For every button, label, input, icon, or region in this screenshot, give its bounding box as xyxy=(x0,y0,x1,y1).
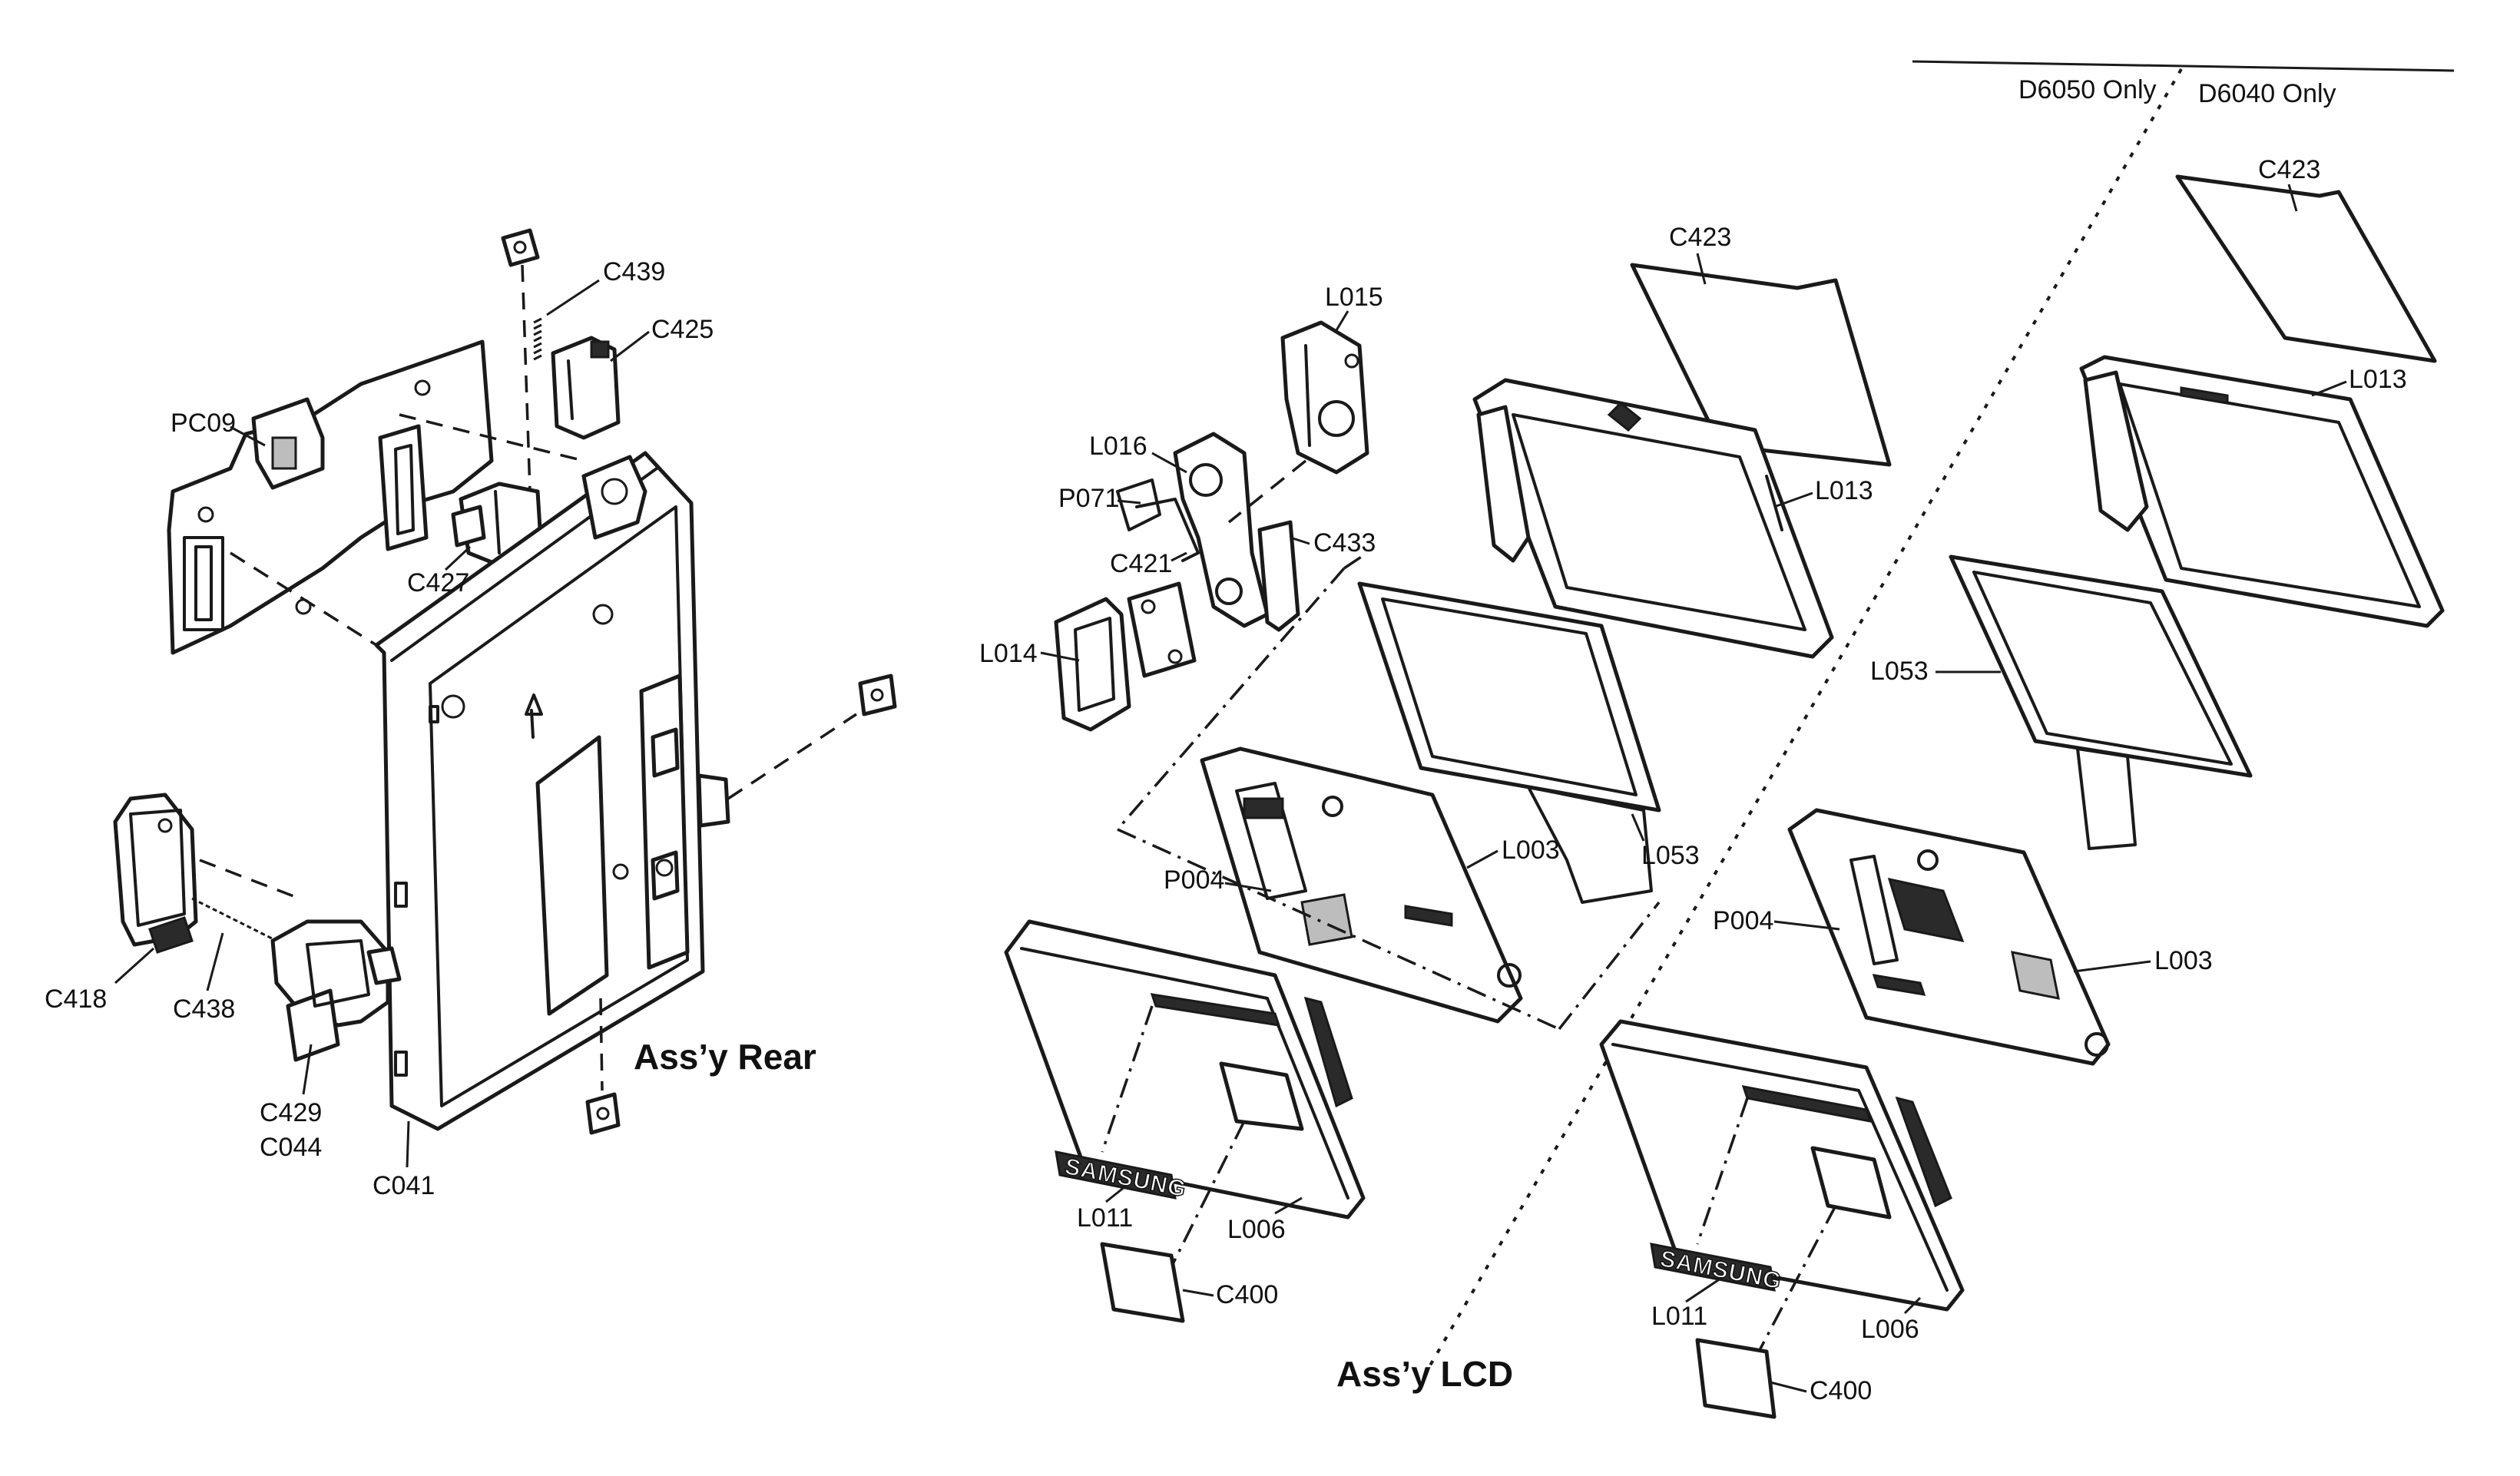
part-c400-right xyxy=(1695,1338,1777,1419)
rear-assembly-title: Ass’y Rear xyxy=(634,1037,816,1077)
label-l003-left: L003 xyxy=(1502,836,1560,865)
label-l013-right: L013 xyxy=(2349,365,2407,394)
label-pc09: PC09 xyxy=(171,409,236,438)
part-l014 xyxy=(1054,597,1131,732)
part-c429-latch xyxy=(270,919,402,1062)
label-c418: C418 xyxy=(45,985,107,1014)
lcd-labels: L015 L016 P071 C433 C421 L014 C423 L013 … xyxy=(979,155,2407,1405)
label-c423-left: C423 xyxy=(1669,223,1731,252)
rear-case xyxy=(374,451,730,1131)
variant-divider xyxy=(1423,68,2183,1376)
part-l016-hinge xyxy=(1173,432,1270,628)
part-l053-left xyxy=(1357,581,1661,904)
part-c439-spring xyxy=(533,317,542,361)
label-p004-right: P004 xyxy=(1713,906,1773,935)
part-c438-spring xyxy=(191,897,285,946)
rear-assembly xyxy=(113,228,897,1135)
part-l003-right xyxy=(1787,808,2111,1066)
lcd-assembly: D6050 Only D6040 Only xyxy=(1004,60,2455,1419)
label-l013-left: L013 xyxy=(1815,476,1873,505)
rear-nut-bottom xyxy=(585,1092,621,1135)
rear-nut-right xyxy=(858,673,897,716)
part-l013-left xyxy=(1472,378,1834,659)
label-l015: L015 xyxy=(1325,283,1383,312)
part-p071 xyxy=(1116,478,1161,531)
label-l006-right: L006 xyxy=(1861,1315,1919,1344)
label-p004-left: P004 xyxy=(1164,865,1224,895)
label-c041: C041 xyxy=(373,1171,435,1200)
label-p071: P071 xyxy=(1058,484,1119,513)
label-c400-left: C400 xyxy=(1216,1280,1278,1309)
label-l053-left: L053 xyxy=(1641,841,1700,870)
label-c439: C439 xyxy=(603,257,665,286)
variant-d6040: D6040 Only xyxy=(2198,79,2336,108)
part-c433 xyxy=(1257,520,1300,632)
label-c429: C429 xyxy=(260,1098,322,1127)
rear-nut-top xyxy=(501,228,540,267)
variant-header-line xyxy=(1912,60,2455,72)
label-c433: C433 xyxy=(1313,528,1376,558)
rear-labels: C439 C425 PC09 C427 C418 C438 C429 C044 … xyxy=(45,257,816,1200)
part-l015-hinge xyxy=(1280,320,1369,475)
label-c400-right: C400 xyxy=(1810,1376,1872,1405)
label-l053-right: L053 xyxy=(1870,657,1929,686)
label-c425: C425 xyxy=(651,315,714,344)
variant-d6050: D6050 Only xyxy=(2018,75,2157,104)
part-c423-right xyxy=(2175,174,2437,363)
part-c423-left xyxy=(1630,263,1892,467)
part-c425 xyxy=(551,336,621,440)
part-l003-left xyxy=(1200,746,1523,1024)
lcd-assembly-title: Ass’y LCD xyxy=(1336,1354,1513,1394)
label-c044: C044 xyxy=(260,1133,322,1162)
label-c427: C427 xyxy=(407,568,469,597)
part-c418 xyxy=(113,793,198,954)
part-l053-right xyxy=(1949,554,2253,850)
rear-main-board xyxy=(167,339,494,655)
part-l013-right xyxy=(2079,355,2445,628)
part-l014-plate xyxy=(1127,581,1197,678)
label-c423-right: C423 xyxy=(2258,155,2320,184)
label-l011-right: L011 xyxy=(1651,1302,1707,1331)
part-c400-left xyxy=(1100,1242,1185,1323)
label-c438: C438 xyxy=(173,994,235,1024)
rear-connector-a xyxy=(378,424,429,551)
label-l016: L016 xyxy=(1089,432,1147,461)
label-c421: C421 xyxy=(1110,549,1172,578)
label-l006-left: L006 xyxy=(1227,1215,1286,1244)
part-l006-right: SAMSUNG xyxy=(1599,1019,1965,1312)
label-l014: L014 xyxy=(979,639,1038,668)
label-l011-left: L011 xyxy=(1077,1203,1133,1233)
label-l003-right: L003 xyxy=(2154,946,2213,975)
